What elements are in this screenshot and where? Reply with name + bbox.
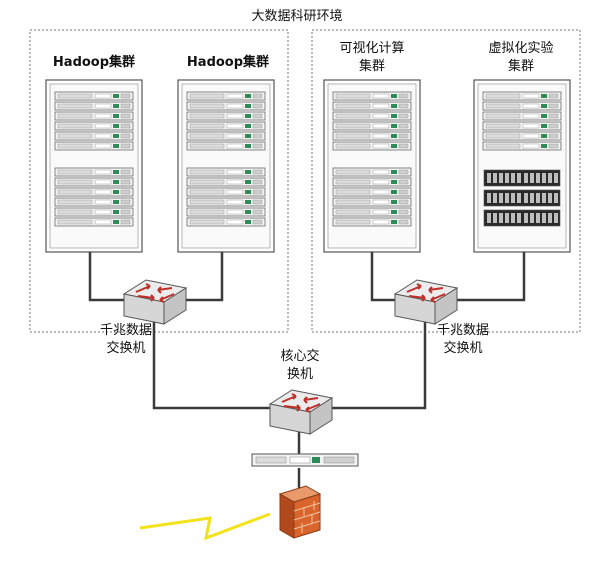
lightning-icon xyxy=(139,512,271,541)
left-switch-label-line1: 千兆数据 xyxy=(100,323,152,338)
server-rack-icon xyxy=(177,79,275,253)
visual-cluster-label-line1: 可视化计算 xyxy=(339,41,404,56)
right-switch-label-line1: 千兆数据 xyxy=(437,323,489,338)
hadoop-cluster-1-label: Hadoop集群 xyxy=(53,54,135,70)
storage-rack-icon xyxy=(473,79,571,253)
left-group-box xyxy=(29,29,289,333)
left-switch-label-line2: 交换机 xyxy=(106,340,145,356)
core-switch-label-line2: 换机 xyxy=(287,367,313,382)
right-switch-label-line2: 交换机 xyxy=(443,340,482,356)
virtual-cluster-label-line1: 虚拟化实验 xyxy=(488,40,553,56)
right-group-box xyxy=(311,29,581,333)
diagram-title: 大数据科研环境 xyxy=(251,9,342,24)
network-links xyxy=(88,252,526,488)
virtual-cluster-label-line2: 集群 xyxy=(508,58,534,74)
switch-icon xyxy=(123,279,187,325)
hadoop-cluster-2-label: Hadoop集群 xyxy=(187,54,269,70)
core-switch-icon xyxy=(269,389,333,435)
server-rack-icon xyxy=(45,79,143,253)
gateway-device-icon xyxy=(251,453,359,467)
firewall-icon xyxy=(278,485,322,539)
core-switch-label-line1: 核心交 xyxy=(280,348,319,364)
switch-icon xyxy=(394,279,458,325)
visual-cluster-label-line2: 集群 xyxy=(359,58,385,74)
server-rack-icon xyxy=(323,79,421,253)
